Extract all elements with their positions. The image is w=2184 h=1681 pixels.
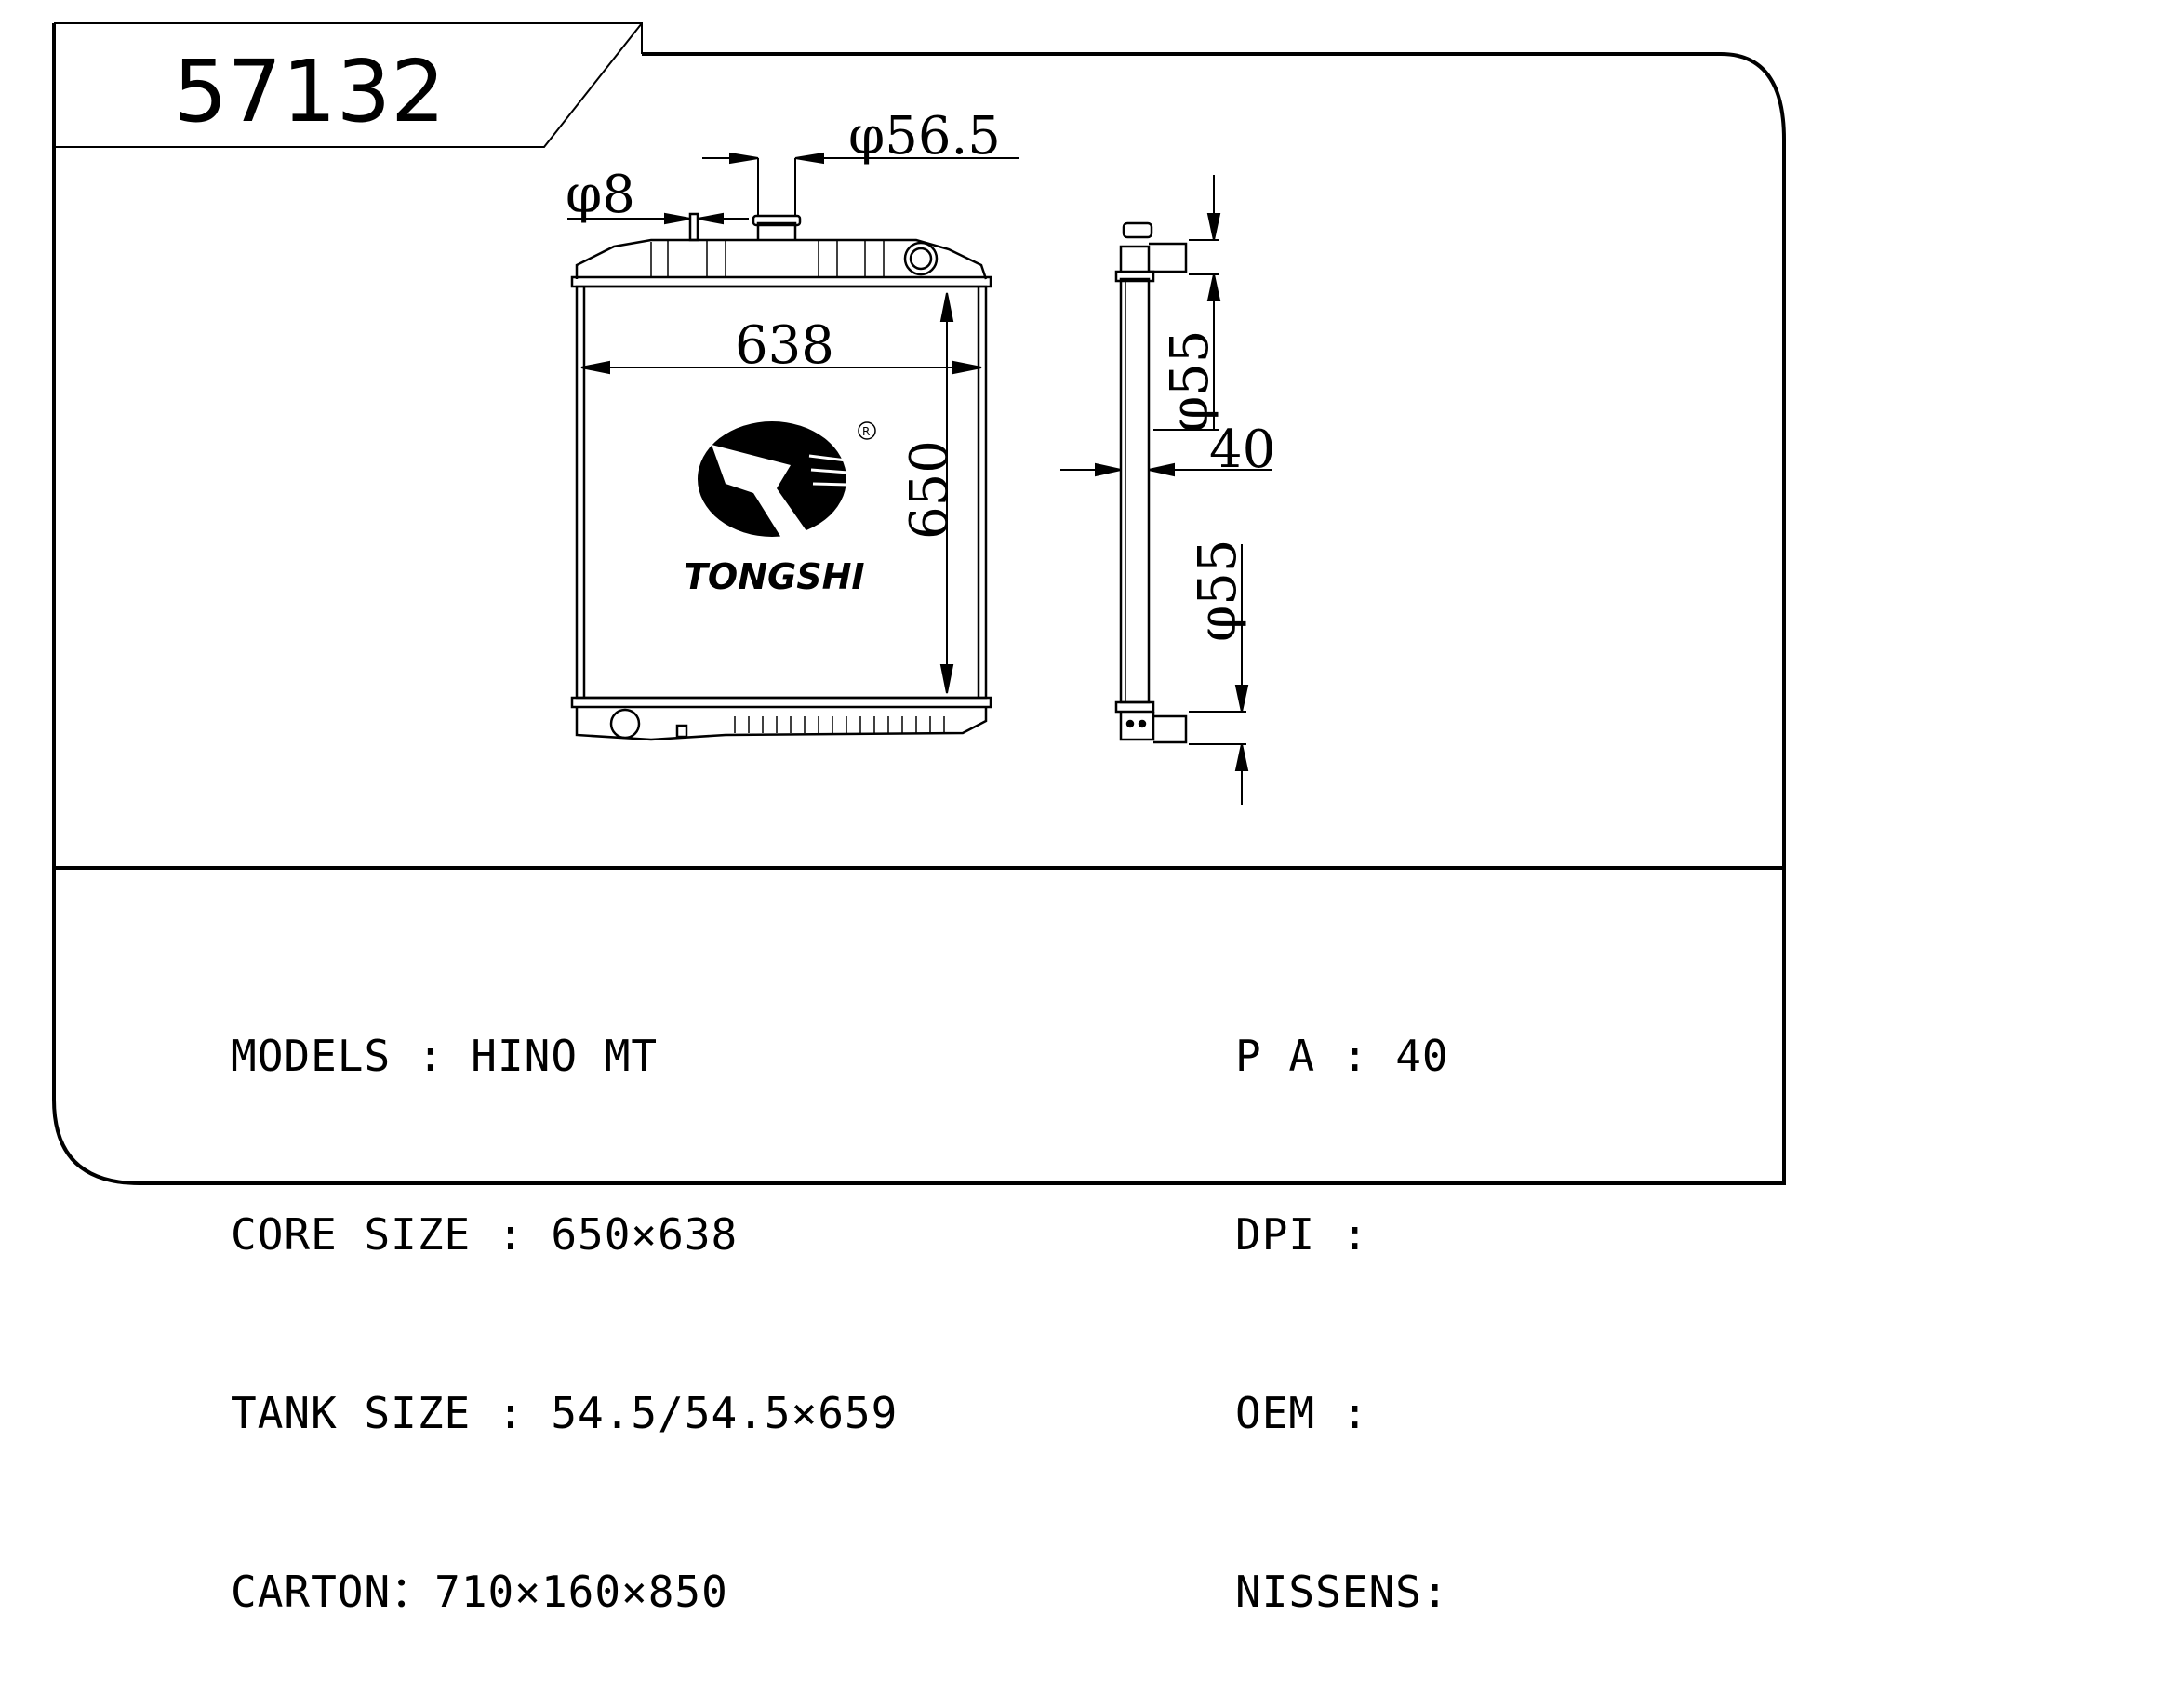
logo-emblem-mark xyxy=(712,445,809,538)
spec-label: MODELS xyxy=(231,1031,392,1081)
spec-label: CORE SIZE xyxy=(231,1209,472,1260)
spec-sep: : xyxy=(471,1209,552,1260)
front-dimension-labels: 638 650 φ56.5 φ8 xyxy=(566,106,1001,540)
bottom-header-plate xyxy=(570,696,992,709)
drain-plug xyxy=(675,724,688,739)
side-dimension-labels: φ55 40 φ55 xyxy=(1160,330,1275,642)
spec-sep: : xyxy=(1315,1388,1396,1438)
upper-hose-diameter-label: φ55 xyxy=(1160,330,1220,433)
specs-left: MODELS : HINO MT CORE SIZE : 650×638 TAN… xyxy=(231,907,898,1681)
upper-inlet-fitting xyxy=(903,241,939,276)
height-label: 650 xyxy=(899,440,960,540)
spec-row-carton: CARTON：710×160×850 xyxy=(231,1562,898,1621)
side-bottom-header xyxy=(1114,700,1155,714)
spec-value: 54.5/54.5×659 xyxy=(551,1388,899,1438)
spec-label: TANK SIZE xyxy=(231,1388,472,1438)
spec-row-pa: P A : 40 xyxy=(1235,1026,1449,1086)
filler-cap xyxy=(752,214,802,227)
top-tank xyxy=(575,238,988,280)
spec-value: HINO MT xyxy=(471,1031,659,1081)
spec-row-nissens: NISSENS: xyxy=(1235,1562,1449,1621)
top-header-plate xyxy=(570,275,992,288)
side-filler-cap xyxy=(1122,221,1153,239)
spec-sep: : xyxy=(391,1031,472,1081)
upper-inlet-fitting-inner xyxy=(909,247,933,271)
spec-value: 710×160×850 xyxy=(434,1567,728,1617)
spec-value: 650×638 xyxy=(551,1209,739,1260)
lower-outlet-fitting xyxy=(609,708,641,740)
logo-speed-lines xyxy=(808,454,849,487)
logo-brand: TONGSHI xyxy=(684,556,865,597)
outer-frame xyxy=(52,23,1786,1185)
spec-value: 40 xyxy=(1395,1031,1449,1081)
spec-sep: : xyxy=(1421,1567,1449,1617)
spec-row-models: MODELS : HINO MT xyxy=(231,1026,898,1086)
side-upper-hose xyxy=(1149,242,1188,273)
side-bottom-tank xyxy=(1119,712,1155,741)
spec-label: DPI xyxy=(1235,1209,1316,1260)
width-label: 638 xyxy=(735,315,834,376)
front-dimensions xyxy=(567,152,1019,694)
part-number: 57132 xyxy=(173,42,446,141)
radiator-front-view xyxy=(570,212,992,741)
spec-label: P A xyxy=(1235,1031,1316,1081)
bottom-tank-ribs xyxy=(734,716,945,733)
part-number-tab: 57132 xyxy=(54,22,643,148)
side-dimensions xyxy=(1060,175,1272,805)
side-lower-hose xyxy=(1153,714,1188,744)
filler-neck xyxy=(756,221,797,240)
spec-row-tank-size: TANK SIZE : 54.5/54.5×659 xyxy=(231,1383,898,1443)
core-thickness-label: 40 xyxy=(1209,420,1275,480)
spec-sep: : xyxy=(471,1388,552,1438)
bottom-tank xyxy=(575,707,988,741)
spec-sep: : xyxy=(1315,1031,1396,1081)
spec-row-oem: OEM : xyxy=(1235,1383,1449,1443)
top-tank-ribs xyxy=(650,240,885,277)
radiator-drawing: 57132 xyxy=(52,22,1786,1185)
side-top-tank xyxy=(1119,245,1151,272)
spec-row-core-size: CORE SIZE : 650×638 xyxy=(231,1205,898,1264)
side-bolt-1 xyxy=(1125,719,1135,728)
registered-mark: R xyxy=(862,425,870,438)
spec-row-dpi: DPI : xyxy=(1235,1205,1449,1264)
spec-label: CARTON xyxy=(231,1567,392,1617)
spec-label: NISSENS xyxy=(1235,1567,1422,1617)
inlet-diameter-label: φ56.5 xyxy=(848,106,1001,167)
spec-label: OEM xyxy=(1235,1388,1316,1438)
radiator-side-view xyxy=(1114,221,1188,744)
side-bolt-2 xyxy=(1138,719,1147,728)
lower-hose-diameter-label: φ55 xyxy=(1188,540,1248,642)
small-pipe-diameter-label: φ8 xyxy=(566,165,635,225)
side-top-header xyxy=(1114,270,1155,283)
spec-sep: : xyxy=(1315,1209,1396,1260)
small-pipe xyxy=(688,212,699,242)
registered-mark-circle xyxy=(858,421,876,440)
tongshi-logo: R TONGSHI xyxy=(684,421,876,597)
specs-right: P A : 40 DPI : OEM : NISSENS: xyxy=(1235,907,1449,1681)
spec-sep: ： xyxy=(391,1567,435,1617)
